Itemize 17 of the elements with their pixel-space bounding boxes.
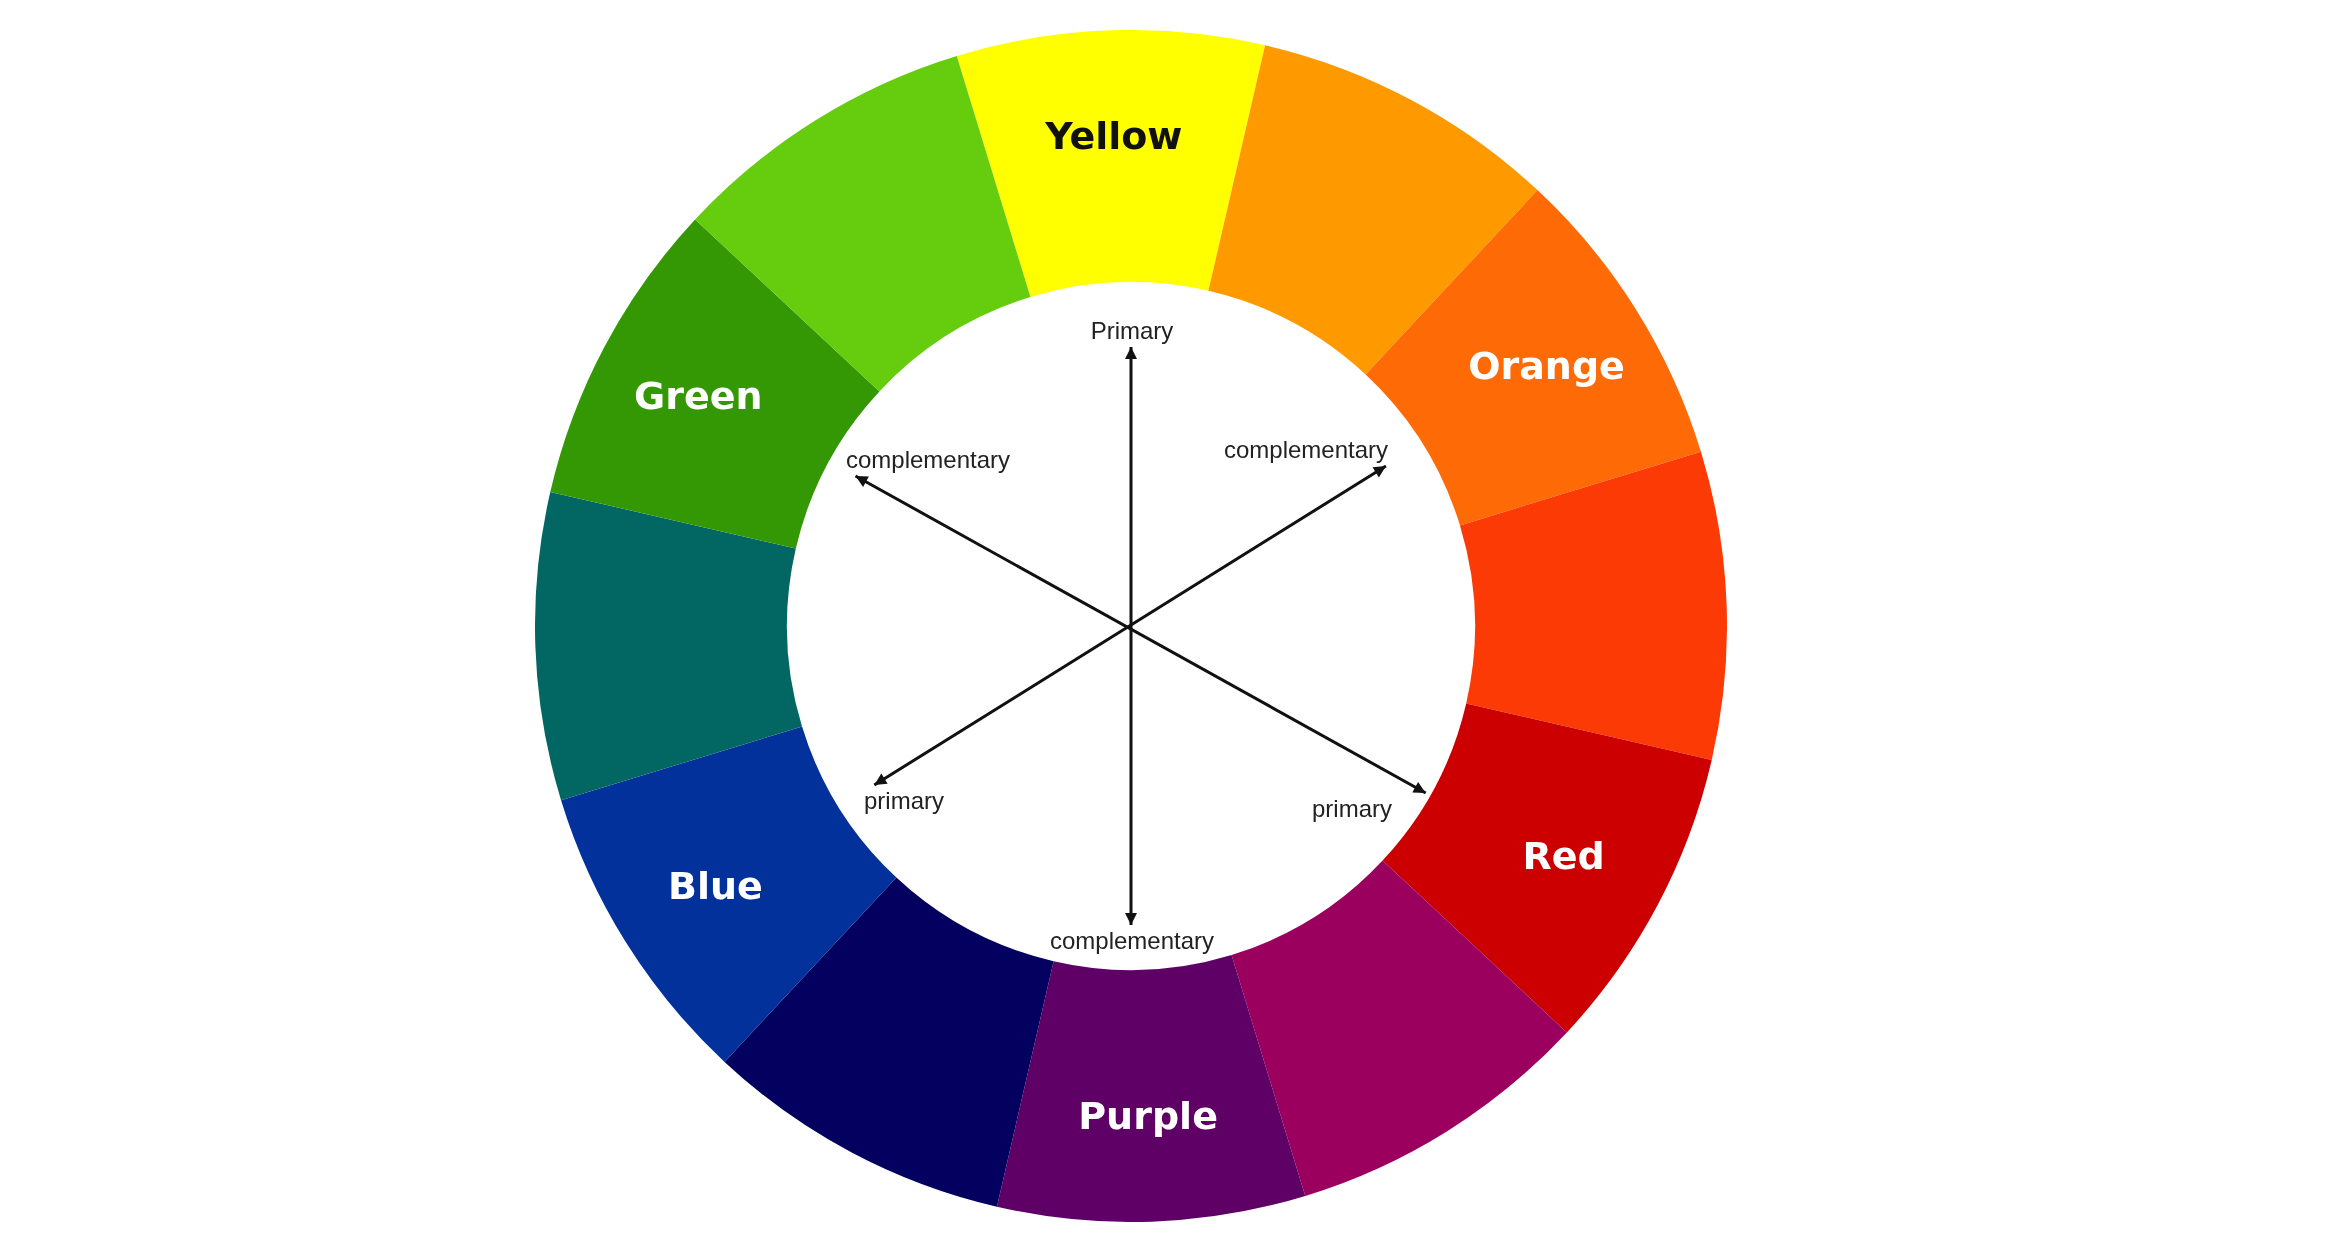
color-name: Purple xyxy=(1078,1093,1218,1138)
color-wheel-segment xyxy=(996,954,1306,1222)
double-headed-arrow xyxy=(1125,347,1137,925)
arrow-end-label: primary xyxy=(1257,793,1447,825)
color-wheel-segment xyxy=(535,491,803,801)
color-name: Blue xyxy=(668,863,763,908)
color-wheel-segment xyxy=(956,30,1266,298)
arrow-end-label: Primary xyxy=(1037,315,1227,347)
color-name: Green xyxy=(634,373,763,418)
arrow-end-label: complementary xyxy=(1211,434,1401,466)
color-wheel-segment xyxy=(1459,451,1727,761)
color-name: Orange xyxy=(1468,344,1625,389)
arrow-end-label: complementary xyxy=(833,444,1023,476)
color-name: Yellow xyxy=(1045,114,1183,159)
arrow-end-label: primary xyxy=(809,785,999,817)
color-name: Red xyxy=(1522,834,1605,879)
arrow-end-label: complementary xyxy=(1037,925,1227,957)
